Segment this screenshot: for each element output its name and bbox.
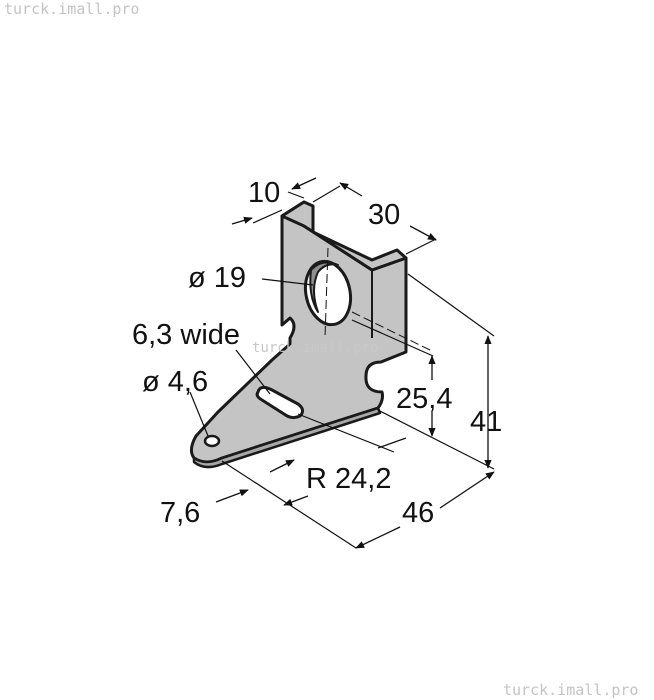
watermark-center: turck.imall.pro	[252, 340, 378, 356]
watermark-bottom-right: turck.imall.pro	[503, 681, 638, 699]
bracket-lip	[280, 200, 408, 272]
mounting-hole-rim	[309, 261, 339, 313]
dim-10-label: 10	[248, 177, 280, 209]
dim-radius-label: R 24,2	[306, 463, 391, 495]
dim-hole-height-label: 25,4	[396, 383, 452, 415]
dim-height-41-label: 41	[470, 406, 502, 438]
dim-small-hole-label: ø 4,6	[142, 366, 208, 398]
bracket-foot-edge	[192, 406, 382, 469]
slot	[255, 385, 305, 420]
leader-lines	[189, 278, 314, 437]
dim-hole-diameter-label: ø 19	[188, 262, 246, 294]
dim-slot-width-label: 6,3 wide	[132, 319, 240, 351]
dim-offset-label: 7,6	[160, 497, 200, 529]
centerlines	[324, 247, 431, 351]
watermark-top-left: turck.imall.pro	[4, 0, 139, 18]
dim-length-46-label: 46	[402, 497, 434, 529]
small-hole	[203, 434, 221, 448]
dim-30-label: 30	[368, 199, 400, 231]
dimension-lines	[215, 177, 495, 549]
bracket-part	[189, 200, 408, 469]
